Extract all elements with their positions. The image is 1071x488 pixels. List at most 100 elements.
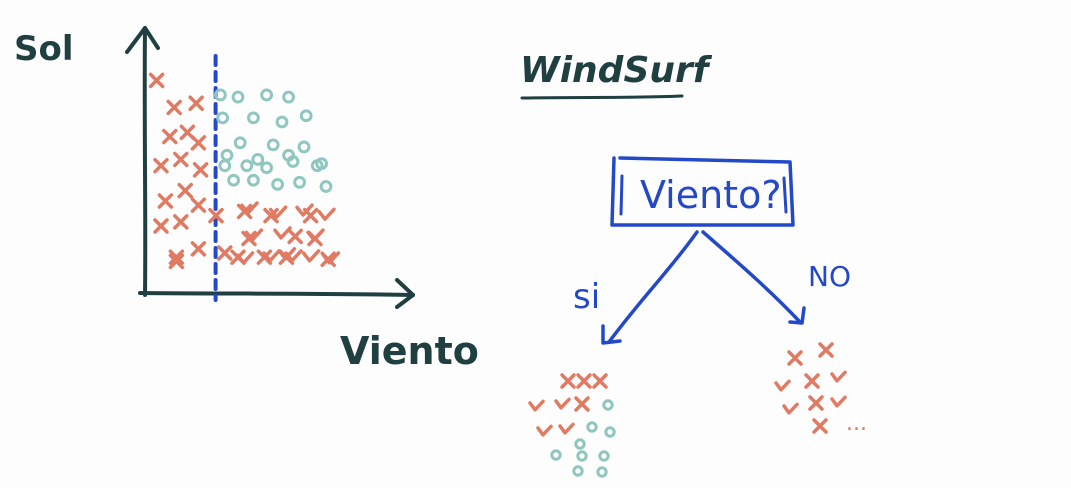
point-cross	[808, 395, 824, 411]
point-check	[782, 402, 799, 415]
title-underline	[520, 94, 684, 100]
point-cross	[574, 396, 590, 412]
point-circle	[282, 90, 296, 104]
point-circle	[260, 161, 274, 175]
point-circle	[214, 88, 227, 102]
point-check	[306, 228, 325, 242]
point-circle	[602, 399, 614, 411]
point-circle	[319, 180, 333, 193]
point-check	[268, 205, 288, 219]
point-cross	[236, 203, 253, 220]
point-cross	[812, 418, 828, 434]
point-circle	[260, 88, 274, 102]
point-circle	[586, 421, 598, 433]
branch-yes-label: si	[573, 277, 600, 317]
point-circle	[293, 175, 307, 189]
point-check	[244, 228, 264, 242]
point-cross	[190, 197, 207, 213]
leaf-yes-points	[528, 373, 616, 478]
data-points	[148, 72, 341, 270]
point-cross	[818, 342, 834, 358]
point-cross	[592, 373, 608, 389]
point-circle	[231, 90, 245, 104]
y-axis-arrowhead	[125, 26, 160, 54]
point-circle	[297, 140, 311, 154]
point-circle	[286, 155, 300, 168]
point-cross	[804, 373, 820, 389]
point-cross	[192, 162, 209, 178]
leaf-no-points	[774, 342, 847, 434]
point-cross	[208, 207, 224, 224]
point-cross	[241, 230, 257, 247]
x-axis-label: Viento	[340, 329, 479, 373]
point-cross	[190, 135, 207, 151]
point-circle	[271, 178, 285, 191]
point-check	[774, 379, 791, 392]
point-check	[273, 226, 292, 240]
point-circle	[604, 426, 616, 438]
leaf-no-ellipsis: ...	[846, 411, 867, 436]
point-check	[536, 424, 553, 437]
point-check	[528, 399, 545, 412]
point-cross	[166, 99, 182, 116]
point-circle	[216, 111, 230, 125]
point-check	[235, 251, 255, 265]
x-axis-arrowhead	[395, 278, 415, 309]
branch-yes-arrowhead	[601, 324, 622, 345]
point-cross	[217, 245, 233, 261]
point-check	[317, 207, 336, 221]
point-check	[558, 422, 575, 435]
point-cross	[173, 151, 189, 168]
point-cross	[787, 350, 803, 366]
branch-no-label: NO	[808, 260, 851, 293]
point-cross	[576, 373, 592, 389]
point-circle	[315, 157, 329, 171]
point-circle	[572, 465, 584, 477]
point-circle	[574, 438, 586, 450]
x-axis	[138, 291, 415, 297]
point-cross	[153, 218, 169, 234]
point-cross	[263, 207, 279, 224]
scatter-plot: Sol Viento	[14, 26, 479, 373]
point-circle	[251, 153, 265, 166]
point-check	[830, 395, 847, 408]
point-circle	[220, 148, 234, 162]
point-check	[295, 203, 314, 217]
point-circle	[275, 115, 289, 129]
branch-yes-arrow	[607, 230, 699, 344]
point-cross	[188, 95, 204, 112]
point-cross	[168, 253, 185, 270]
decision-tree: Viento? si NO ...	[528, 156, 867, 478]
point-cross	[287, 228, 303, 245]
y-axis	[142, 26, 148, 297]
point-cross	[177, 182, 193, 199]
point-circle	[266, 138, 280, 152]
point-circle	[550, 449, 562, 461]
point-circle	[247, 111, 260, 125]
point-cross	[173, 214, 189, 230]
point-circle	[576, 450, 588, 462]
point-check	[277, 247, 297, 261]
point-cross	[168, 249, 185, 265]
point-check	[240, 201, 259, 215]
point-check	[301, 249, 321, 263]
diagram-title: WindSurf	[520, 50, 713, 91]
point-circle	[598, 450, 610, 462]
point-cross	[190, 241, 207, 257]
point-circle	[218, 159, 232, 173]
point-check	[554, 397, 571, 410]
point-circle	[596, 466, 608, 478]
point-cross	[153, 157, 169, 174]
root-node-box-edge	[619, 174, 788, 216]
y-axis-label: Sol	[14, 29, 74, 69]
point-check	[830, 370, 847, 383]
point-circle	[240, 159, 254, 173]
point-cross	[560, 373, 576, 389]
point-cross	[148, 72, 165, 89]
point-circle	[299, 109, 313, 123]
point-circle	[227, 173, 241, 187]
root-node-label: Viento?	[640, 173, 782, 217]
point-check	[262, 249, 281, 263]
point-cross	[157, 193, 174, 209]
